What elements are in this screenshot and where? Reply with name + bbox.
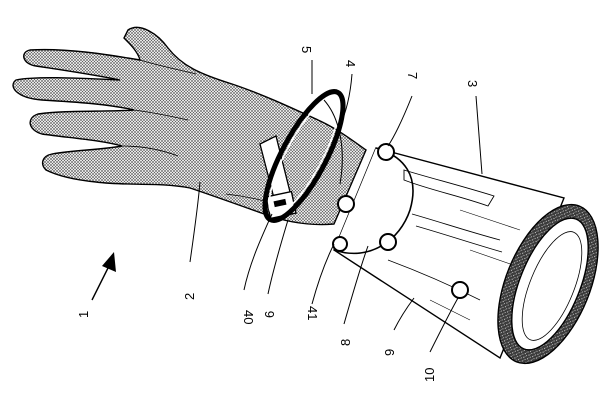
rivet xyxy=(337,195,355,213)
numeral-10: 10 xyxy=(422,368,437,382)
cuff-rear-rim xyxy=(333,147,414,255)
cuff-opening xyxy=(497,203,599,365)
numeral-2: 2 xyxy=(182,293,197,300)
rivet xyxy=(451,281,469,299)
leader-40 xyxy=(243,213,273,291)
numeral-5: 5 xyxy=(299,46,314,53)
finger-crease xyxy=(133,109,189,121)
leader-9 xyxy=(393,297,415,331)
numeral-7: 7 xyxy=(405,72,420,79)
glare-streak xyxy=(403,169,495,207)
leader-3 xyxy=(475,95,483,175)
glare-streak xyxy=(415,225,503,253)
rivet xyxy=(332,236,348,252)
numeral-1: 1 xyxy=(76,311,91,318)
ring-inner-edge xyxy=(323,99,343,185)
leader-7 xyxy=(387,95,413,147)
rivet xyxy=(379,233,397,251)
finger-crease xyxy=(139,59,197,75)
reference-numerals: 1 2 40 6 41 8 9 10 5 4 7 3 xyxy=(76,46,480,382)
wrist-strap xyxy=(259,135,297,220)
numeral-41: 41 xyxy=(305,306,320,320)
leader-4 xyxy=(337,73,353,131)
numeral-3: 3 xyxy=(465,80,480,87)
direction-arrow xyxy=(91,252,116,301)
mesh-glove xyxy=(12,26,367,226)
leader-8 xyxy=(343,245,369,325)
hatch-lines xyxy=(429,209,521,321)
glare-streak xyxy=(411,213,501,241)
finger-crease xyxy=(121,145,179,157)
seam-line xyxy=(387,259,481,301)
arrowhead-icon xyxy=(102,252,116,272)
rivet xyxy=(377,143,395,161)
leader-10 xyxy=(429,297,459,353)
numeral-8: 8 xyxy=(338,339,353,346)
glove-body xyxy=(12,26,367,226)
numeral-40: 40 xyxy=(241,310,256,324)
numeral-4: 4 xyxy=(343,60,358,67)
numeral-9: 9 xyxy=(382,349,397,356)
leader-lines xyxy=(189,60,483,353)
wrist-ring xyxy=(262,89,346,223)
leader-6 xyxy=(267,219,289,295)
buckle-slot xyxy=(273,198,287,208)
leader-41 xyxy=(311,243,335,305)
leader-2 xyxy=(189,181,201,263)
numeral-6: 6 xyxy=(262,311,277,318)
